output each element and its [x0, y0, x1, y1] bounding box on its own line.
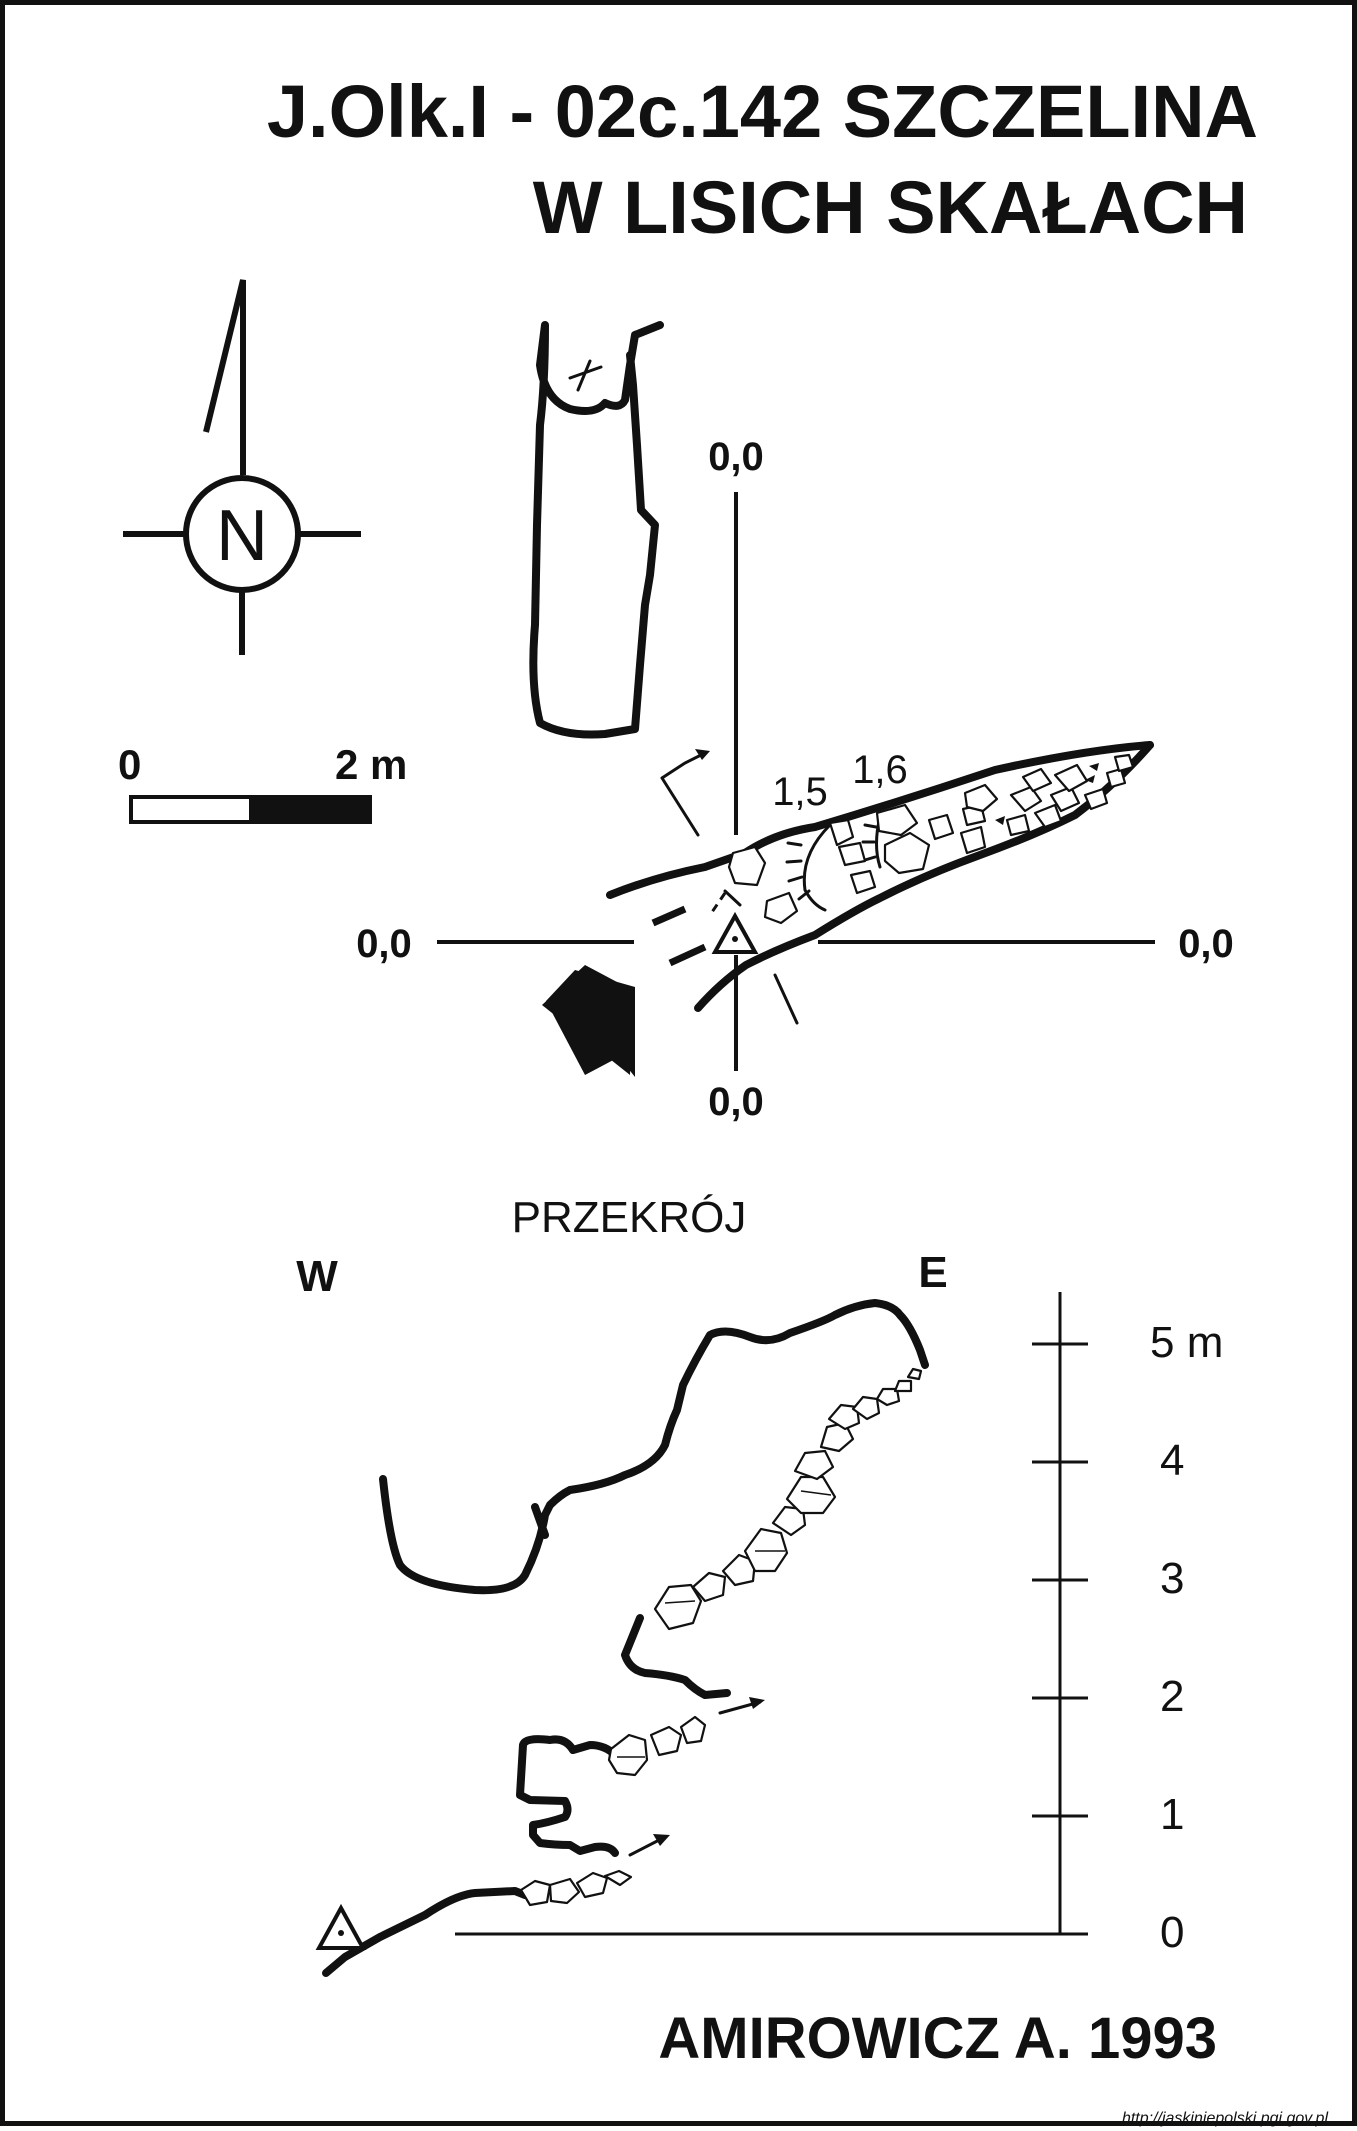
entrance-dash-2	[668, 943, 707, 967]
author-credit: AMIROWICZ A. 1993	[658, 2006, 1217, 2071]
section-west-label: W	[296, 1252, 338, 1301]
section-cut-line-top	[660, 776, 700, 837]
upper-fissure-marker-icon	[568, 359, 603, 392]
section-scale-label-3: 3	[1160, 1554, 1184, 1603]
section-boulders	[519, 1367, 923, 1907]
plan-height-label-a: 1,5	[772, 770, 828, 814]
section-scale-ticks	[1032, 1342, 1088, 1818]
plan-datum-left-label: 0,0	[356, 922, 412, 966]
scale-bar: 0 2 m	[118, 741, 407, 824]
section-scale-label-2: 2	[1160, 1672, 1184, 1721]
scale-bar-start-label: 0	[118, 741, 141, 788]
section-scale-label-1: 1	[1160, 1790, 1184, 1839]
section-view: PRZEKRÓJ W E 5 m 4 3 2 1 0	[296, 1193, 1223, 1977]
section-scale-label-0: 0	[1160, 1908, 1184, 1957]
source-url: http://jaskiniepolski.pgi.gov.pl	[1122, 2110, 1328, 2127]
compass-north-letter: N	[216, 496, 268, 576]
section-heading: PRZEKRÓJ	[512, 1193, 747, 1242]
section-east-label: E	[918, 1248, 947, 1297]
plan-cave-south-wall	[694, 741, 1154, 1012]
section-survey-station-icon	[315, 1903, 367, 1950]
section-flow-arrows	[628, 1697, 765, 1857]
north-arrow-icon: N	[123, 279, 361, 655]
section-scale-label-5: 5 m	[1150, 1318, 1223, 1367]
survey-station-icon	[711, 911, 759, 954]
section-entrance-slope	[322, 1887, 529, 1977]
map-title-line1: J.Olk.I - 02c.142 SZCZELINA	[267, 70, 1258, 153]
map-title-line2: W LISICH SKAŁACH	[533, 166, 1248, 249]
plan-view: 0,0 0,0 0,0 0,0	[356, 321, 1234, 1124]
section-cut-line-bottom	[773, 973, 799, 1025]
section-scale-label-4: 4	[1160, 1436, 1184, 1485]
section-lower-wall	[621, 1614, 731, 1699]
scale-bar-end-label: 2 m	[335, 741, 407, 788]
entrance-dash-1	[651, 905, 687, 927]
section-lower-step-1	[516, 1735, 619, 1857]
plan-datum-right-label: 0,0	[1178, 922, 1234, 966]
plan-height-label-b: 1,6	[852, 748, 908, 792]
plan-datum-bottom-label: 0,0	[708, 1080, 764, 1124]
section-upper-wall	[379, 1299, 929, 1595]
plan-cave-north-wall	[606, 741, 1154, 899]
plan-upper-fissure	[529, 321, 664, 739]
plan-boulders	[727, 753, 1135, 925]
cave-map-drawing: J.Olk.I - 02c.142 SZCZELINA W LISICH SKA…	[118, 70, 1328, 2127]
plan-datum-top-label: 0,0	[708, 435, 764, 479]
